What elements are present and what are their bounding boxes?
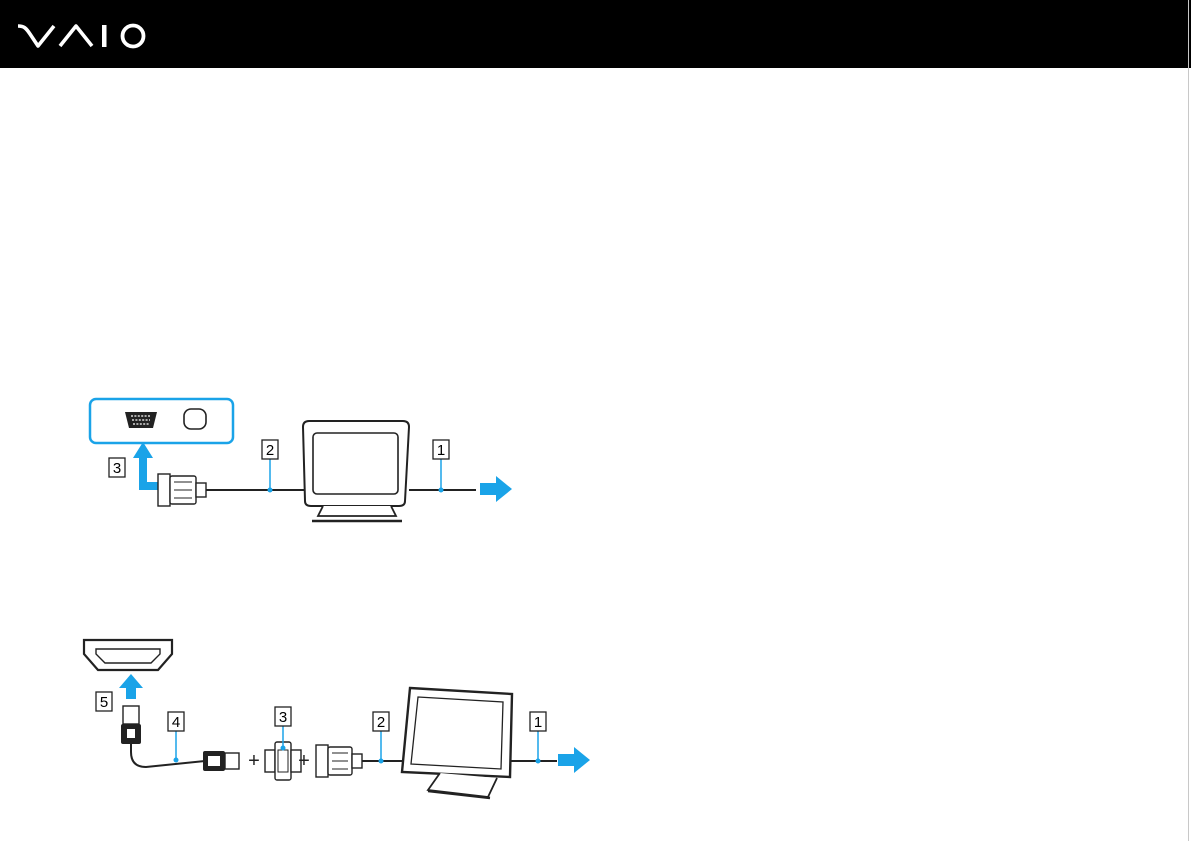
vaio-logo [16,22,156,50]
power-arrow-icon [480,476,512,502]
page-edge [1188,0,1189,841]
hdmi-port-icon [84,640,172,670]
svg-text:3: 3 [113,460,121,477]
callout-3: 3 [275,707,291,726]
power-arrow-icon [558,747,590,773]
header-bar [0,0,1191,68]
plus-sign: + [248,750,260,772]
svg-text:1: 1 [534,714,542,731]
svg-text:3: 3 [279,709,287,726]
hdmi-connection-diagram: 5 4 + 3 + [0,630,600,815]
callout-1: 1 [530,712,546,731]
vga-port-icon [125,412,157,428]
port-panel [90,399,233,443]
callout-3: 3 [109,458,125,477]
callout-5: 5 [96,692,112,711]
round-port-icon [184,409,206,429]
callout-4: 4 [168,712,184,731]
crt-monitor-icon [303,421,409,521]
svg-text:5: 5 [100,694,108,711]
callout-1: 1 [433,440,449,459]
plus-sign: + [298,750,310,772]
svg-text:4: 4 [172,714,180,731]
insert-arrow-icon [133,442,159,490]
hdmi-plug-icon [121,706,205,767]
callout-2: 2 [373,712,389,731]
svg-text:2: 2 [266,442,274,459]
callout-2: 2 [262,440,278,459]
svg-text:2: 2 [377,714,385,731]
vga-connection-diagram: 3 2 1 [0,390,540,530]
lcd-monitor-icon [402,688,512,798]
vga-plug-icon [158,474,206,506]
dvi-plug-icon [316,745,362,777]
svg-text:1: 1 [437,442,445,459]
hdmi-plug-end-icon [203,751,239,771]
insert-arrow-icon [119,674,143,699]
